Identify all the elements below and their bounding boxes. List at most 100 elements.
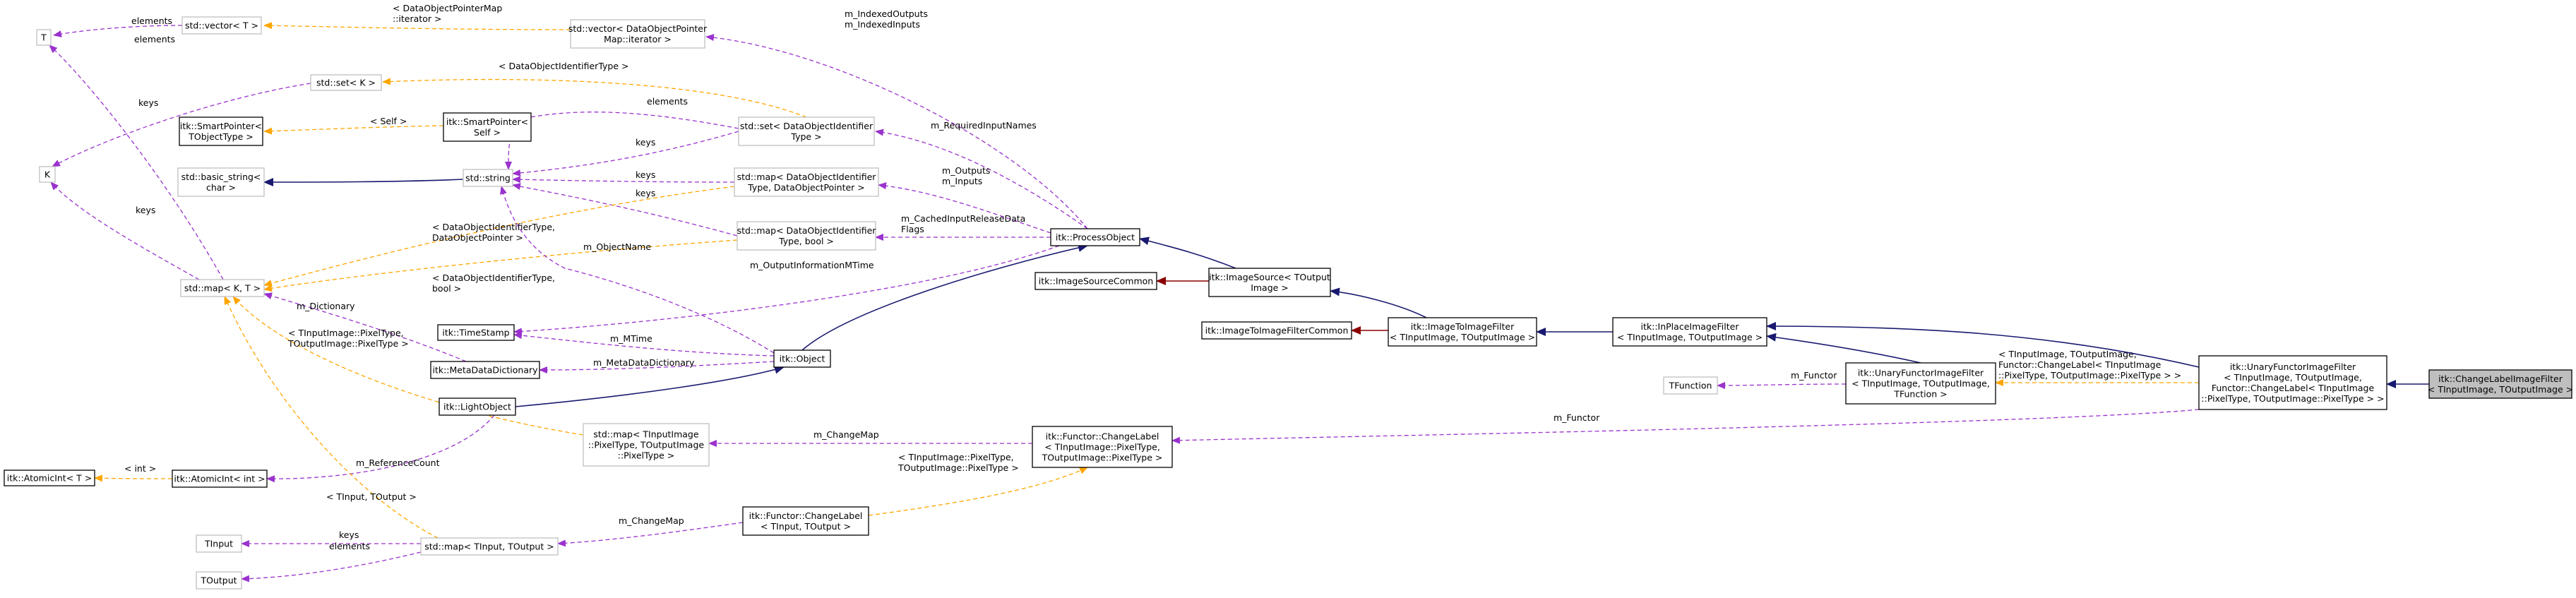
class-node-toutput[interactable]: TOutput	[196, 571, 242, 590]
edge-label-clt_cl: TOutputImage::PixelType >	[898, 462, 1019, 473]
class-node-lightobject[interactable]: itk::LightObject	[439, 397, 516, 416]
edge-label-sk_k: keys	[138, 97, 158, 108]
edge-line-is_itif	[1330, 287, 1427, 318]
edge-label-uftf_ufcl: < TInputImage, TOutputImage,	[1998, 349, 2137, 359]
edge-lo_ai: m_ReferenceCount	[266, 414, 495, 483]
edge-label-ss_sp: < Self >	[370, 116, 407, 126]
class-node-t[interactable]: T	[36, 29, 52, 46]
class-node-imagesourcecommon[interactable]: itk::ImageSourceCommon	[1034, 272, 1157, 290]
class-label-vector_dop: Map::iterator >	[604, 34, 672, 44]
class-box-metadatadict	[430, 361, 540, 379]
edge-line-mtt_tout	[241, 551, 422, 582]
edge-line-mdb_mkt	[263, 239, 738, 292]
edge-line-mtt_mkt	[224, 296, 439, 539]
class-node-processobject[interactable]: itk::ProcessObject	[1050, 228, 1140, 246]
class-node-tfunction[interactable]: TFunction	[1663, 376, 1718, 395]
class-node-changelabel_pixel[interactable]: itk::Functor::ChangeLabel< TInputImage::…	[1032, 426, 1173, 468]
class-box-map_doi_bool	[737, 221, 876, 251]
edge-mtt_tout: elements	[241, 541, 422, 582]
class-node-map_kt[interactable]: std::map< K, T >	[180, 279, 265, 297]
class-node-map_pixel[interactable]: std::map< TInputImage::PixelType, TOutpu…	[583, 423, 710, 467]
edge-sdoi_str: elements	[505, 96, 739, 170]
class-label-map_doi_bool: Type, bool >	[778, 236, 834, 246]
class-node-changelabelimagefilter[interactable]: itk::ChangeLabelImageFilter< TInputImage…	[2428, 369, 2573, 399]
class-label-atomicint_t: itk::AtomicInt< T >	[7, 473, 92, 484]
class-node-k[interactable]: K	[39, 166, 56, 183]
edge-line-md_mkt	[263, 292, 467, 362]
edge-label-lo_ai: m_ReferenceCount	[356, 458, 440, 468]
class-node-atomicint_int[interactable]: itk::AtomicInt< int >	[172, 470, 268, 488]
class-node-changelabel_tin[interactable]: itk::Functor::ChangeLabel< TInput, TOutp…	[742, 506, 869, 536]
edge-label-po_mdb: m_CachedInputReleaseData	[901, 213, 1025, 224]
edge-uftf_tf: m_Functor	[1717, 370, 1847, 389]
edge-mdop_mkt: < DataObjectIdentifierType, DataObjectPoi…	[263, 186, 735, 287]
class-node-unaryfunctor_cl[interactable]: itk::UnaryFunctorImageFilter< TInputImag…	[2198, 355, 2387, 410]
class-label-basic_string: std::basic_string<	[181, 172, 261, 182]
edge-po_ts: m_OutputInformationMTime	[513, 245, 1060, 335]
class-label-changelabelimagefilter: < TInputImage, TOutputImage >	[2428, 384, 2573, 395]
edge-label-mdop_mkt: DataObjectPointer >	[432, 232, 523, 243]
class-node-atomicint_t[interactable]: itk::AtomicInt< T >	[4, 470, 95, 486]
edge-line-str_keys3	[512, 183, 738, 237]
class-label-map_doi_dop: Type, DataObjectPointer >	[747, 182, 865, 193]
class-box-sp_objtype	[179, 116, 263, 146]
class-node-imagetoimagefilter[interactable]: itk::ImageToImageFilter< TInputImage, TO…	[1388, 317, 1537, 347]
class-node-vector_dop[interactable]: std::vector< DataObjectPointerMap::itera…	[568, 19, 708, 49]
edge-label-uftf_ufcl: Functor::ChangeLabel< TInputImage	[1998, 359, 2161, 370]
edge-line-mp_mkt	[232, 296, 584, 436]
class-node-metadatadict[interactable]: itk::MetaDataDictionary	[430, 361, 540, 379]
class-node-object[interactable]: itk::Object	[773, 349, 831, 368]
edge-po_sdoi: m_RequiredInputNames	[875, 120, 1088, 229]
edge-line-sdoi_str	[505, 112, 739, 170]
edge-label-po_vd: m_IndexedInputs	[845, 19, 920, 30]
class-box-changelabelimagefilter	[2428, 369, 2572, 399]
edge-md_mkt: m_Dictionary	[263, 292, 467, 362]
class-box-sp_self	[443, 112, 532, 142]
class-label-changelabel_pixel: itk::Functor::ChangeLabel	[1046, 431, 1159, 442]
class-node-map_doi_dop[interactable]: std::map< DataObjectIdentifierType, Data…	[734, 167, 879, 197]
edge-line-mkt_k	[50, 181, 200, 280]
edge-label-sdoi_sk: < DataObjectIdentifierType >	[499, 61, 628, 71]
class-label-processobject: itk::ProcessObject	[1056, 232, 1135, 243]
class-node-map_tin_tout[interactable]: std::map< TInput, TOutput >	[420, 537, 559, 556]
class-label-atomicint_int: itk::AtomicInt< int >	[174, 474, 265, 484]
class-node-string[interactable]: std::string	[463, 169, 513, 187]
class-node-imagetoimagefiltercommon[interactable]: itk::ImageToImageFilterCommon	[1201, 321, 1352, 340]
edge-line-po_ts	[513, 245, 1060, 335]
class-node-sp_objtype[interactable]: itk::SmartPointer<TObjectType >	[179, 116, 263, 146]
class-node-tinput[interactable]: TInput	[196, 534, 242, 553]
class-node-set_k[interactable]: std::set< K >	[310, 74, 382, 91]
class-node-sp_self[interactable]: itk::SmartPointer<Self >	[443, 112, 532, 142]
class-node-imagesource[interactable]: itk::ImageSource< TOutputImage >	[1208, 268, 1331, 297]
class-label-map_doi_bool: std::map< DataObjectIdentifier	[737, 225, 877, 236]
edge-line-obj_md	[539, 361, 775, 373]
edge-line-ufcl_cl	[1171, 409, 2200, 444]
class-node-basic_string[interactable]: std::basic_string<char >	[177, 167, 265, 197]
edge-str_keys1: keys	[512, 131, 739, 177]
edge-mp_mkt: < TInputImage::PixelType,TOutputImage::P…	[232, 296, 584, 436]
class-node-set_doi[interactable]: std::set< DataObjectIdentifierType >	[738, 116, 875, 146]
edge-ss_sp: < Self >	[263, 116, 444, 135]
edge-label-mdb_mkt: < DataObjectIdentifierType,	[432, 273, 555, 283]
class-node-inplaceimagefilter[interactable]: itk::InPlaceImageFilter< TInputImage, TO…	[1612, 317, 1767, 347]
class-node-vector_t[interactable]: std::vector< T >	[181, 16, 262, 35]
edge-label-po_sdoi: m_RequiredInputNames	[931, 120, 1037, 131]
class-label-imagesource: Image >	[1251, 282, 1289, 293]
edge-label-mkt_t: elements	[134, 34, 175, 44]
class-label-basic_string: char >	[206, 182, 236, 193]
edge-label-mtt_tout: elements	[329, 541, 370, 551]
edge-line-vt_t	[53, 25, 183, 37]
edge-obj_ts: m_MTime	[513, 332, 775, 357]
class-label-map_pixel: std::map< TInputImage	[593, 429, 698, 440]
class-box-map_kt	[180, 279, 265, 297]
class-label-changelabel_pixel: < TInputImage::PixelType,	[1044, 442, 1160, 453]
class-label-unaryfunctor_tf: < TInputImage, TOutputImage,	[1852, 378, 1990, 389]
class-node-unaryfunctor_tf[interactable]: itk::UnaryFunctorImageFilter< TInputImag…	[1845, 362, 1996, 405]
class-label-unaryfunctor_cl: ::PixelType, TOutputImage::PixelType > >	[2201, 393, 2384, 404]
class-node-map_doi_bool[interactable]: std::map< DataObjectIdentifierType, bool…	[737, 221, 877, 251]
class-node-timestamp[interactable]: itk::TimeStamp	[437, 324, 515, 341]
class-label-map_doi_dop: std::map< DataObjectIdentifier	[737, 172, 877, 182]
edge-line-ai_at	[94, 474, 173, 482]
class-label-set_doi: Type >	[790, 131, 821, 142]
edge-ipif_uftf	[1766, 333, 1921, 364]
